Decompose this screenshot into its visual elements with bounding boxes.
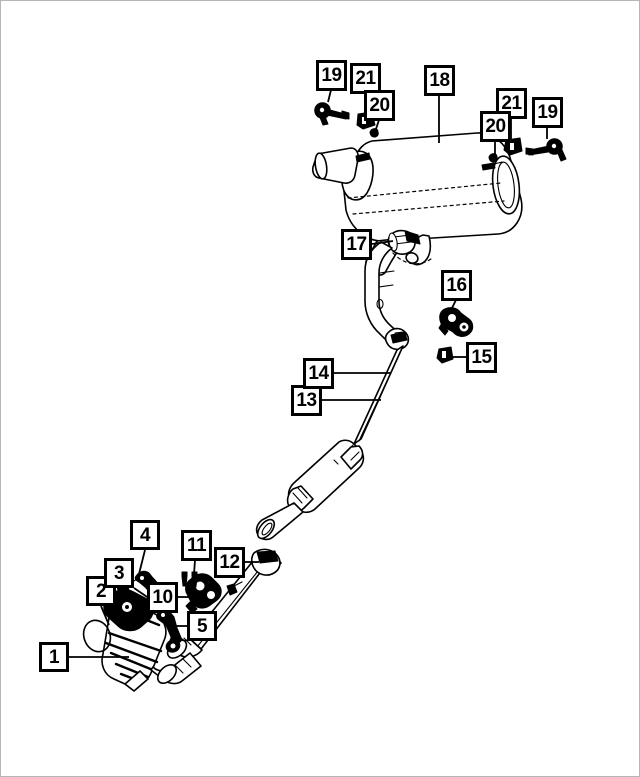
bolt-pair-11 — [181, 571, 198, 588]
callout-17[interactable]: 17 — [341, 229, 372, 260]
muffler-hanger-left-19 — [314, 102, 350, 126]
callout-16-leader — [449, 299, 457, 313]
callout-4[interactable]: 4 — [130, 520, 160, 550]
callout-11[interactable]: 11 — [181, 530, 212, 561]
callout-number: 21 — [501, 93, 522, 114]
callout-number: 11 — [186, 535, 207, 556]
callout-number: 14 — [308, 363, 329, 384]
callout-number: 4 — [139, 524, 151, 546]
callout-number: 21 — [355, 68, 376, 89]
callout-2-leader — [100, 605, 110, 626]
callout-number: 5 — [196, 615, 208, 637]
callout-number: 15 — [471, 347, 492, 368]
callout-number: 17 — [346, 234, 367, 255]
callout-19[interactable]: 19 — [316, 60, 347, 91]
callout-21b[interactable]: 21 — [496, 88, 527, 119]
callout-number: 3 — [113, 562, 125, 584]
callout-number: 19 — [537, 102, 558, 123]
hanger-bolt-right-20 — [488, 153, 498, 163]
muffler-hanger-right-19 — [525, 138, 567, 162]
callout-number: 2 — [95, 580, 107, 602]
callout-10[interactable]: 10 — [147, 582, 178, 613]
callout-16[interactable]: 16 — [441, 270, 472, 301]
callout-1[interactable]: 1 — [39, 642, 69, 672]
callout-14[interactable]: 14 — [303, 358, 334, 389]
callout-2[interactable]: 2 — [86, 576, 116, 606]
sensor-bracket-5 — [156, 609, 183, 653]
muffler-isolator-right-21 — [503, 137, 523, 156]
callout-21[interactable]: 21 — [350, 63, 381, 94]
callout-19b[interactable]: 19 — [532, 97, 563, 128]
grommet-isolator-15 — [436, 346, 454, 364]
callout-number: 18 — [429, 70, 450, 91]
callout-3[interactable]: 3 — [104, 558, 134, 588]
exhaust-hanger-assembly-16 — [438, 307, 474, 337]
callout-20b[interactable]: 20 — [480, 111, 511, 142]
callout-number: 12 — [219, 552, 240, 573]
callout-4-leader — [138, 549, 146, 575]
catalytic-converter-assembly-1 — [82, 583, 202, 692]
callout-number: 16 — [446, 275, 467, 296]
callout-19-leader — [327, 89, 332, 103]
callout-20[interactable]: 20 — [364, 90, 395, 121]
exhaust-clamp-17 — [387, 229, 421, 255]
callout-11-leader — [193, 559, 196, 575]
callout-number: 13 — [296, 390, 317, 411]
callout-number: 10 — [152, 587, 173, 608]
callout-17-leader — [371, 240, 394, 245]
callout-5[interactable]: 5 — [187, 611, 217, 641]
intermediate-pipe-13-14 — [255, 241, 410, 541]
callout-number: 1 — [48, 646, 60, 668]
callout-12[interactable]: 12 — [214, 547, 245, 578]
muffler-part-18 — [311, 132, 523, 276]
callout-number: 19 — [321, 65, 342, 86]
callout-18[interactable]: 18 — [424, 65, 455, 96]
hanger-bolt-left-20 — [369, 128, 379, 138]
callout-15[interactable]: 15 — [466, 342, 497, 373]
callout-13[interactable]: 13 — [291, 385, 322, 416]
callout-number: 20 — [485, 116, 506, 137]
callout-20-leader — [375, 119, 380, 130]
callout-number: 20 — [369, 95, 390, 116]
